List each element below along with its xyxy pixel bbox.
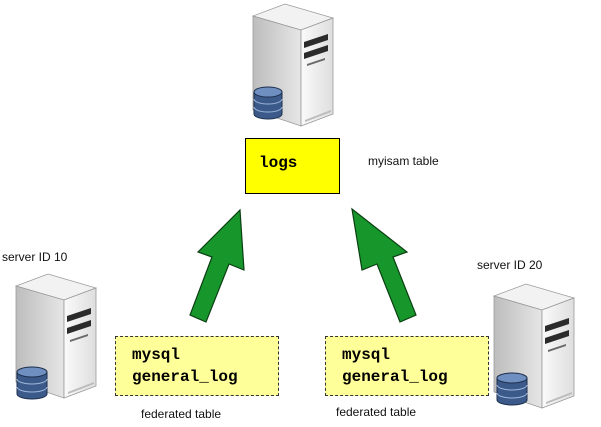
federated-table-db-left: mysql xyxy=(132,346,181,364)
federated-table-box-right: mysql general_log xyxy=(325,336,489,396)
federated-table-name-right: general_log xyxy=(342,368,448,386)
federated-table-type-right: federated table xyxy=(336,405,417,419)
federated-table-name-left: general_log xyxy=(132,368,238,386)
central-table-type: myisam table xyxy=(368,154,439,168)
federated-table-box-left: mysql general_log xyxy=(115,336,279,396)
database-icon xyxy=(16,366,48,400)
arrow-up-icon xyxy=(189,208,245,323)
server-label-left: server ID 10 xyxy=(2,250,68,264)
server-label-right: server ID 20 xyxy=(477,258,543,272)
server-icon xyxy=(492,283,576,409)
arrow-up-icon xyxy=(351,207,417,323)
federated-table-type-left: federated table xyxy=(141,407,222,421)
federated-table-db-right: mysql xyxy=(342,346,391,364)
central-table-box: logs xyxy=(245,138,340,194)
database-icon xyxy=(496,372,528,406)
database-icon xyxy=(253,86,283,120)
central-table-name: logs xyxy=(259,154,298,172)
